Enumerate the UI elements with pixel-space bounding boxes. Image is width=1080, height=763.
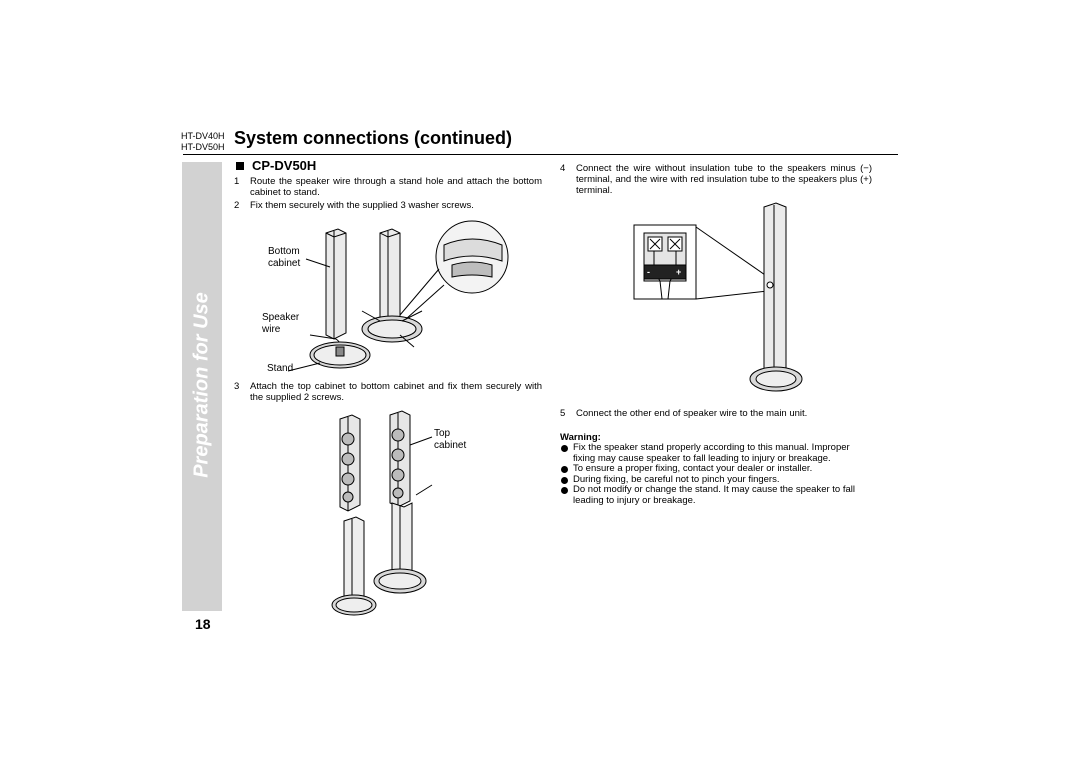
model-number: HT-DV50H [181, 142, 225, 152]
warning-title: Warning: [560, 432, 601, 443]
figure-top-cabinet-assembly [331, 410, 433, 616]
figure-terminal-connection [633, 202, 803, 392]
label-text: Speaker [262, 312, 300, 323]
label-text: cabinet [268, 258, 301, 269]
page-number: 18 [195, 616, 211, 632]
label-text: wire [262, 324, 281, 335]
model-numbers: HT-DV40H HT-DV50H [181, 131, 225, 153]
section-heading: CP-DV50H [236, 158, 316, 173]
warning-list: Fix the speaker stand properly according… [560, 442, 872, 506]
warning-text: During fixing, be careful not to pinch y… [573, 473, 780, 485]
warning-item: During fixing, be careful not to pinch y… [560, 473, 872, 486]
warning-text: Do not modify or change the stand. It ma… [573, 484, 855, 506]
bullet-icon [561, 466, 568, 473]
label-speaker-wire: Speaker wire [262, 312, 299, 336]
side-tab-text: Preparation for Use [190, 291, 213, 478]
step-text: Route the speaker wire through a stand h… [250, 176, 542, 198]
step-3: 3 Attach the top cabinet to bottom cabin… [234, 381, 542, 405]
step-text: Fix them securely with the supplied 3 wa… [250, 200, 474, 211]
step-5: 5 Connect the other end of speaker wire … [560, 408, 872, 420]
step-number: 3 [234, 381, 240, 392]
model-number: HT-DV40H [181, 131, 225, 141]
square-bullet-icon [236, 161, 244, 170]
figure-bottom-cabinet-assembly [287, 220, 509, 372]
step-text: Connect the other end of speaker wire to… [576, 408, 808, 419]
step-number: 2 [234, 200, 240, 211]
side-tab-label: Preparation for Use [182, 160, 222, 609]
step-text: Attach the top cabinet to bottom cabinet… [250, 381, 542, 403]
label-text: cabinet [434, 440, 467, 451]
label-text: Bottom [268, 246, 300, 257]
step-number: 1 [234, 176, 240, 187]
step-2: 2 Fix them securely with the supplied 3 … [234, 200, 542, 212]
side-tab [182, 162, 222, 611]
page-title: System connections (continued) [234, 128, 513, 148]
label-top-cabinet: Top cabinet [434, 428, 466, 452]
step-1: 1 Route the speaker wire through a stand… [234, 176, 542, 200]
title-divider [183, 154, 898, 155]
terminal-minus-label: - [647, 267, 650, 277]
step-number: 5 [560, 408, 566, 419]
warning-item: Fix the speaker stand properly according… [560, 442, 872, 464]
label-bottom-cabinet: Bottom cabinet [268, 246, 300, 270]
step-text: Connect the wire without insulation tube… [576, 163, 872, 196]
step-number: 4 [560, 163, 566, 174]
terminal-plus-label: + [676, 267, 682, 277]
section-heading-text: CP-DV50H [252, 158, 317, 173]
label-stand: Stand [267, 363, 294, 374]
step-4: 4 Connect the wire without insulation tu… [560, 163, 872, 199]
warning-item: Do not modify or change the stand. It ma… [560, 484, 872, 506]
bullet-icon [561, 487, 568, 494]
warning-text: Fix the speaker stand properly according… [573, 442, 850, 464]
bullet-icon [561, 445, 568, 452]
label-text: Top [434, 428, 451, 439]
bullet-icon [561, 476, 568, 484]
warning-text: To ensure a proper fixing, contact your … [573, 463, 813, 474]
warning-item: To ensure a proper fixing, contact your … [560, 463, 872, 475]
